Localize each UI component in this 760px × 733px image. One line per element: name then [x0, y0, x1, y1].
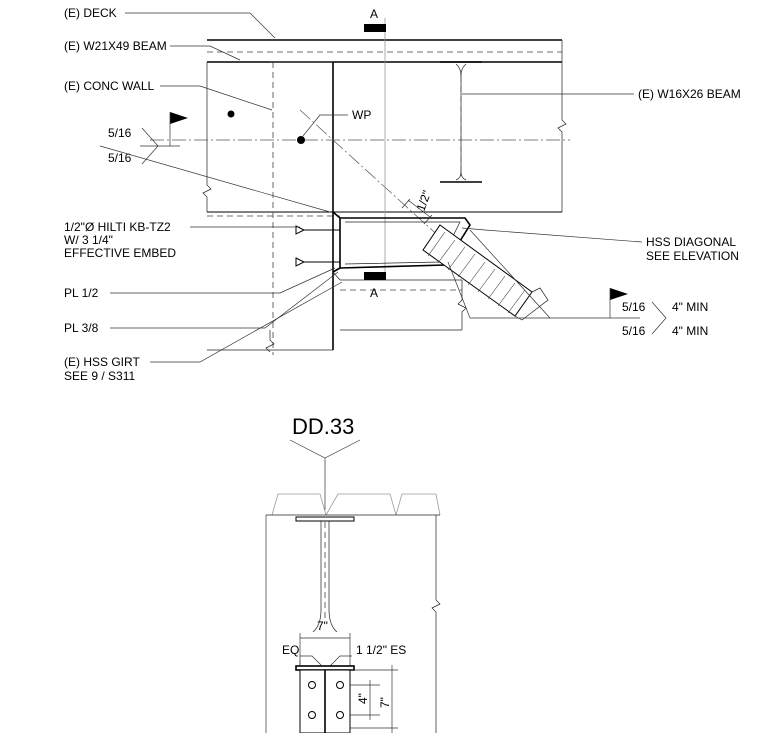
w21x49-beam-plan [202, 39, 567, 217]
weld-right-top-length: 4" MIN [672, 300, 708, 314]
label-pl-half: PL 1/2 [64, 267, 336, 300]
section-a-bottom-label: A [370, 286, 378, 300]
half-inch-dimension: 1/2" [401, 189, 434, 225]
hss-diagonal [422, 224, 549, 321]
section-es-label: 1 1/2" ES [356, 643, 406, 657]
section-dimensions: 7" EQ 1 1/2" ES [282, 619, 406, 667]
grid-label: DD.33 [292, 414, 354, 439]
connection-plate [332, 211, 471, 331]
grid-line-hexagon-icon: DD.33 [289, 414, 361, 510]
label-w21-beam: (E) W21X49 BEAM [64, 39, 241, 61]
weld-right-bottom-length: 4" MIN [672, 324, 708, 338]
anchor-label-line1: 1/2"Ø HILTI KB-TZ2 [64, 220, 171, 234]
section-cut-marker-top: A [364, 7, 386, 32]
section-7in-top-dim: 7" [317, 619, 328, 633]
concrete-wall-plan [207, 61, 334, 355]
wall-section [265, 515, 441, 733]
weld-right-top-size: 5/16 [622, 300, 646, 314]
weld-right-bottom-size: 5/16 [622, 324, 646, 338]
label-hss-diagonal: HSS DIAGONAL SEE ELEVATION [461, 227, 739, 263]
hss-diagonal-label-line1: HSS DIAGONAL [646, 235, 736, 249]
weld-left-top-size: 5/16 [108, 126, 132, 140]
hss-diagonal-label-line2: SEE ELEVATION [646, 249, 739, 263]
label-deck: (E) DECK [64, 6, 276, 39]
weld-symbol-left: 5/16 5/16 [99, 112, 331, 213]
conc-wall-label: (E) CONC WALL [64, 79, 155, 93]
pl-3-8-label: PL 3/8 [64, 321, 99, 335]
w16-beam-label: (E) W16X26 BEAM [638, 87, 741, 101]
half-inch-dim-label: 1/2" [414, 189, 434, 213]
label-conc-wall: (E) CONC WALL [64, 79, 273, 111]
section-4in-dim: 4" [356, 693, 370, 704]
deck-profile-section [266, 493, 441, 516]
label-pl-3-8: PL 3/8 [64, 271, 339, 335]
w16x26-beam-section [440, 61, 482, 183]
anchor-label-line3: EFFECTIVE EMBED [64, 246, 176, 260]
section-eq-label: EQ [282, 643, 299, 657]
w21-beam-label: (E) W21X49 BEAM [64, 39, 167, 53]
wp-label: WP [352, 108, 371, 122]
beam-section-bottom [295, 516, 355, 633]
weld-symbol-right: 5/16 4" MIN 5/16 4" MIN [447, 229, 708, 338]
pl-half-label: PL 1/2 [64, 286, 99, 300]
weld-flag-icon [170, 112, 188, 124]
plate-with-bolts: 4" 7" [295, 665, 398, 733]
section-cut-marker-bottom: A [364, 272, 386, 300]
weld-left-bottom-size: 5/16 [108, 151, 132, 165]
section-7in-side-dim: 7" [378, 697, 392, 708]
anchor-label-line2: W/ 3 1/4" [64, 233, 113, 247]
label-wp: WP [302, 108, 371, 137]
anchor-bolts [295, 225, 340, 268]
hss-girt-label-line1: (E) HSS GIRT [64, 355, 140, 369]
label-w16-beam: (E) W16X26 BEAM [462, 87, 741, 101]
weld-flag-icon-right [610, 288, 628, 300]
work-point-dot-icon [297, 136, 305, 144]
concrete-wall-dot-icon [227, 110, 235, 118]
label-hss-girt: (E) HSS GIRT SEE 9 / S311 [64, 281, 343, 383]
label-anchor: 1/2"Ø HILTI KB-TZ2 W/ 3 1/4" EFFECTIVE E… [64, 220, 300, 260]
section-a-top-label: A [370, 7, 378, 21]
deck-label: (E) DECK [64, 6, 117, 20]
hss-girt-label-line2: SEE 9 / S311 [64, 369, 135, 383]
